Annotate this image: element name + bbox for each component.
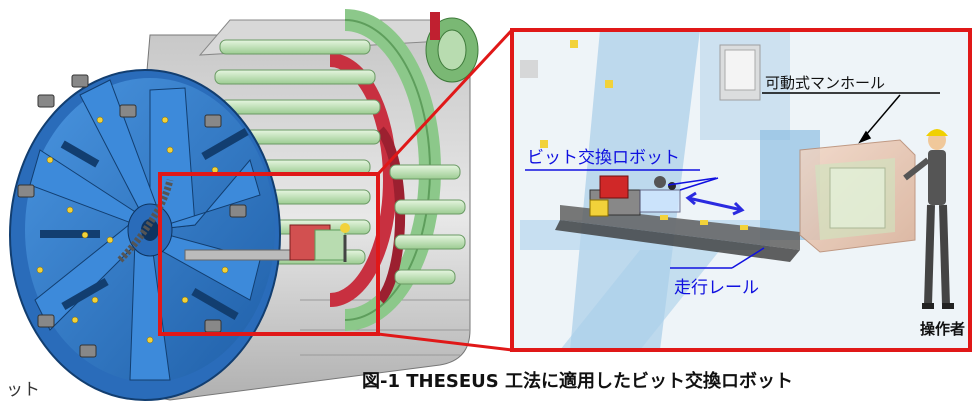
- bit-exchange-robot: [589, 175, 681, 217]
- figure-caption: 図-1 THESEUS 工法に適用したビット交換ロボット: [362, 371, 794, 392]
- movable-manhole: [799, 139, 916, 253]
- zoom-line-bottom: [377, 332, 513, 352]
- label-rail: 走行レール: [674, 278, 759, 298]
- label-robot: ビット交換ロボット: [527, 148, 680, 168]
- zoom-line-top: [376, 28, 514, 176]
- robot-small: [184, 223, 350, 262]
- detail-panel: 可動式マンホール ビット交換ロボット 走行レール 操作者: [510, 28, 972, 352]
- label-operator: 操作者: [920, 320, 965, 338]
- label-manhole: 可動式マンホール: [765, 74, 885, 92]
- tbm-machine: [9, 9, 479, 401]
- travel-arrow: [685, 191, 745, 216]
- detail-frame: [510, 28, 972, 352]
- cropped-text-fragment: ット: [6, 380, 40, 400]
- operator-figure: [903, 129, 954, 309]
- magnify-box: [158, 172, 380, 336]
